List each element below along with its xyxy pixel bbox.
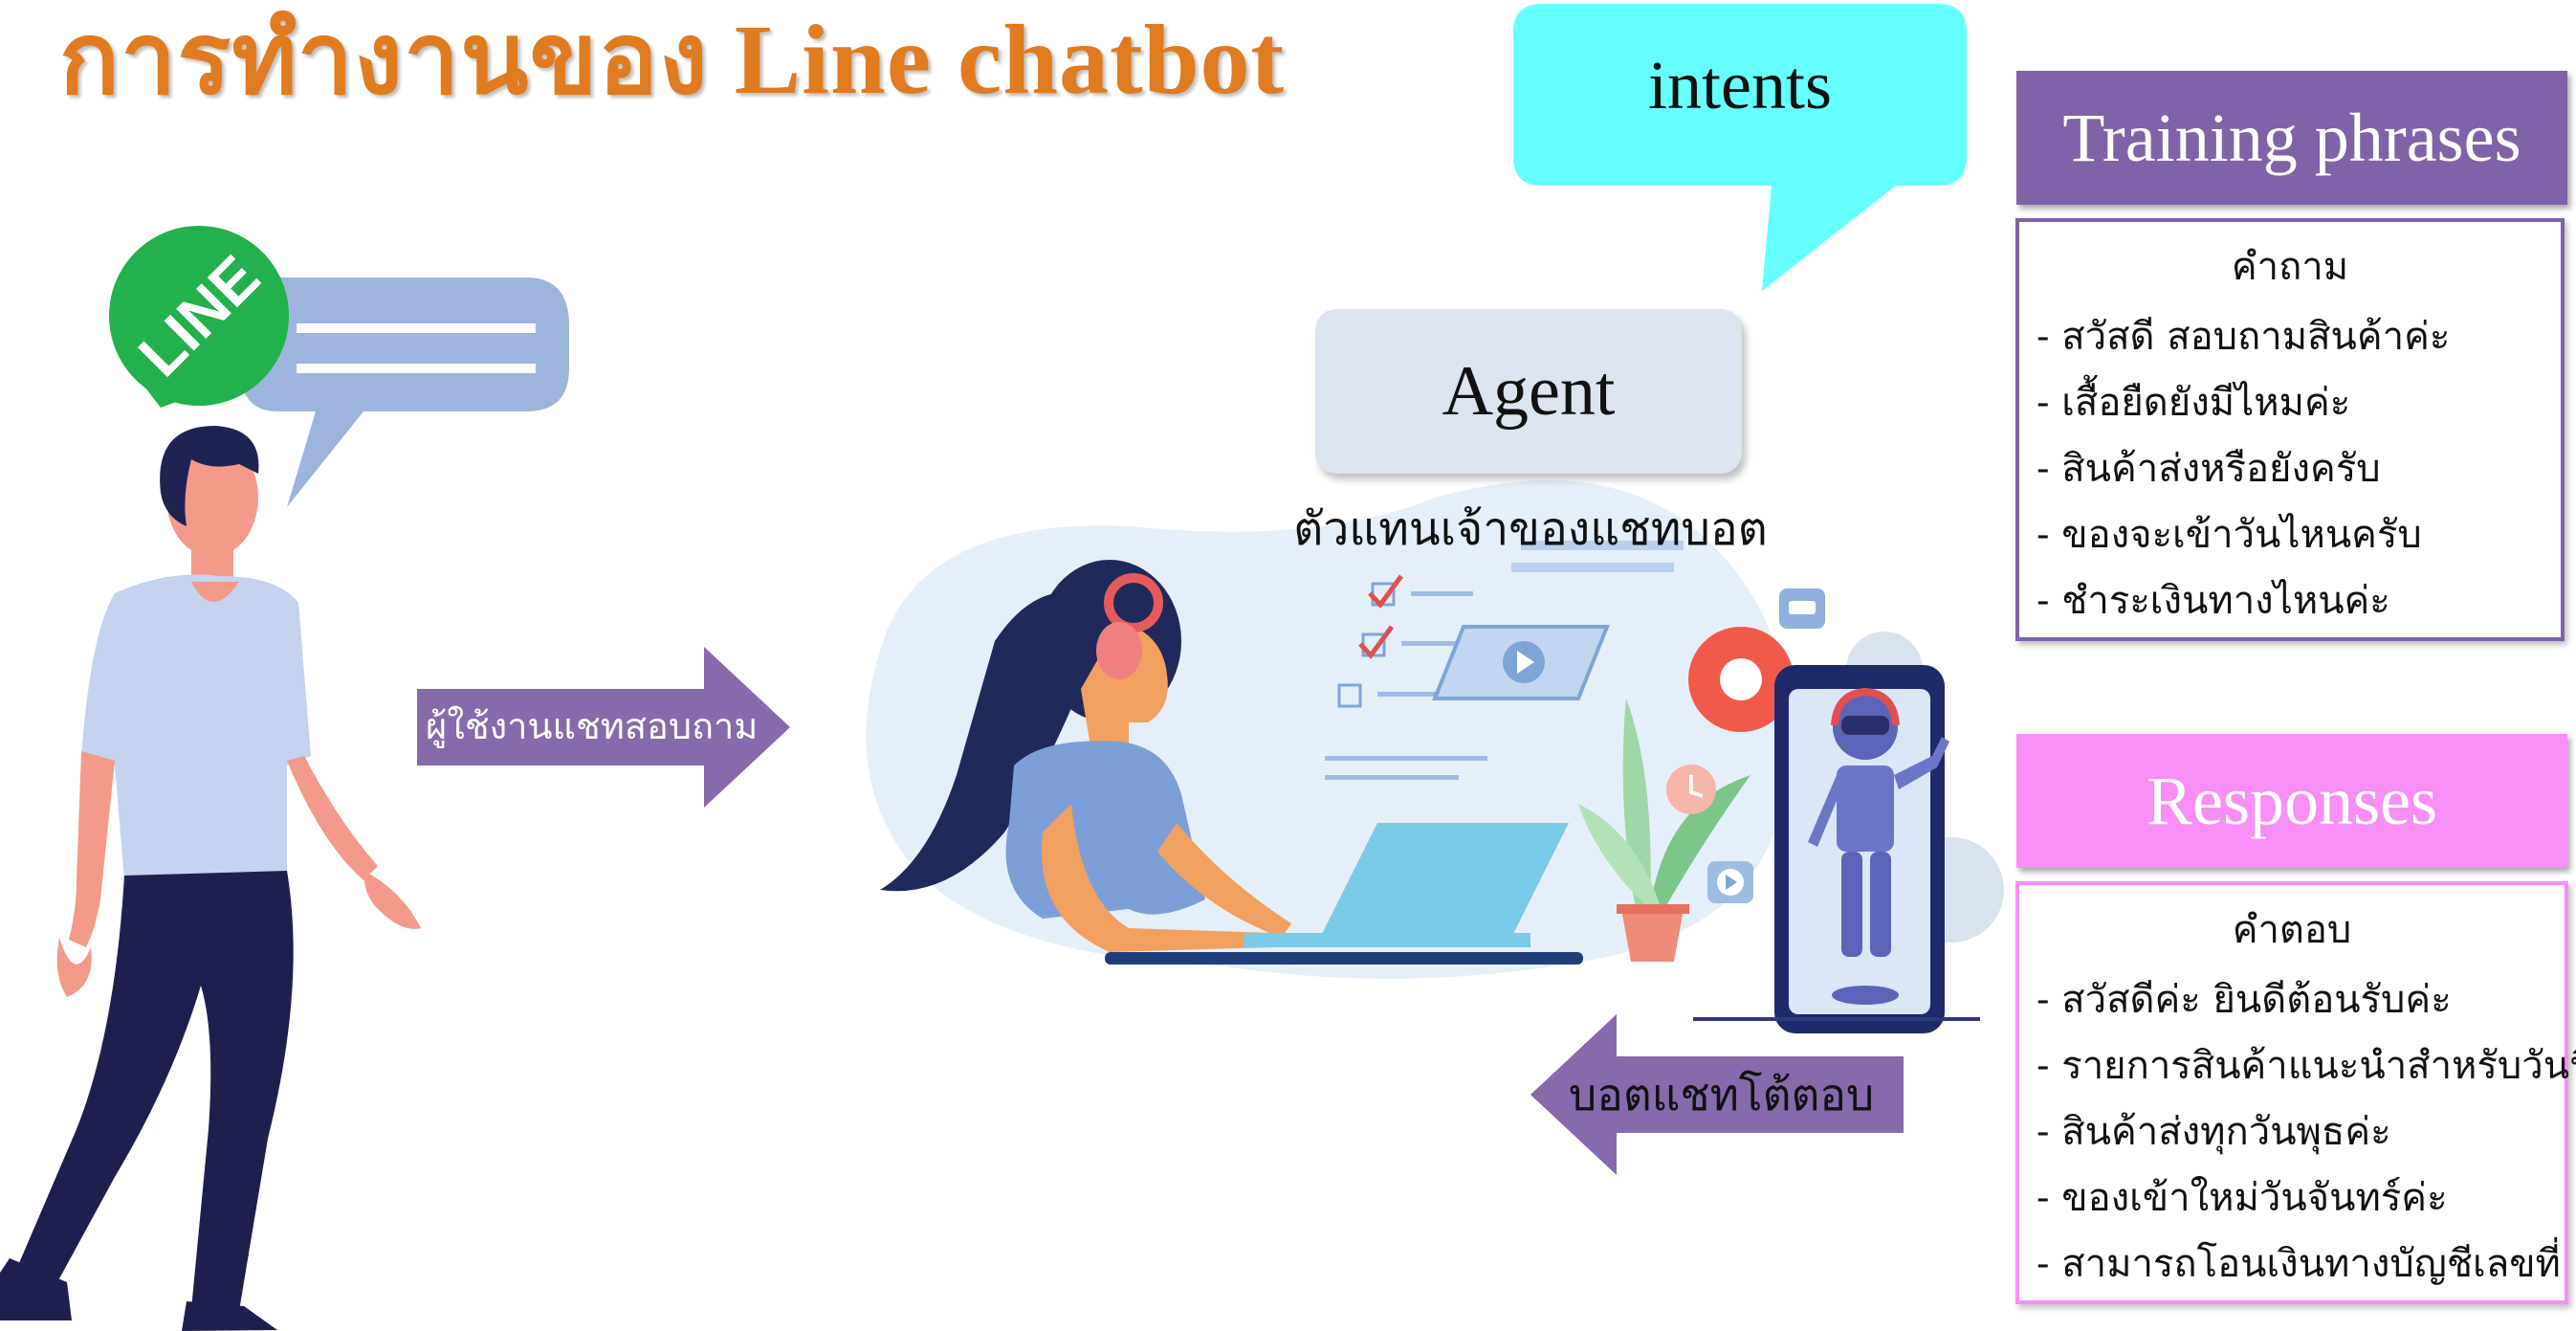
responses-header: Responses [2016,734,2567,868]
list-item: - เสื้อยืดยังมีไหมค่ะ [2037,381,2351,425]
user-to-agent-arrow [417,647,790,808]
robot-small-icon [1779,588,1825,629]
user-person-illustration: LINE [0,226,569,1331]
video-card-icon [1432,625,1610,700]
training-phrases-header: Training phrases [2016,71,2567,205]
bot-reply-arrow [1530,1014,1904,1175]
list-item: - รายการสินค้าแนะนำสำหรับวันนี้ [2037,1044,2576,1088]
play-icon [1707,861,1753,903]
responses-title: Responses [2147,762,2437,839]
user-to-agent-label: ผู้ใช้งานแชทสอบถาม [426,705,759,747]
responses-list: - สวัสดีค่ะ ยินดีต้อนรับค่ะ - รายการสินค… [2037,967,2576,1298]
bot-reply-label: บอตแชทโต้ตอบ [1569,1069,1875,1120]
laptop-icon [1244,823,1569,947]
training-phrases-box: คำถาม - สวัสดี สอบถามสินค้าค่ะ - เสื้อยื… [2015,218,2565,641]
page-title: การทำงานของ Line chatbot [59,5,1286,115]
responses-box: คำตอบ - สวัสดีค่ะ ยินดีต้อนรับค่ะ - รายก… [2015,881,2576,1304]
agent-subtitle: ตัวแทนเจ้าของแชทบอต [1293,502,1768,556]
list-item: - สวัสดี สอบถามสินค้าค่ะ [2037,315,2451,359]
line-logo-icon: LINE [109,226,289,408]
agent-label: Agent [1442,351,1616,431]
list-item: - ของเข้าใหม่วันจันทร์ค่ะ [2037,1176,2448,1220]
training-phrases-list: - สวัสดี สอบถามสินค้าค่ะ - เสื้อยืดยังมี… [2037,304,2561,634]
questions-caption: คำถาม [2231,245,2349,289]
list-item: - สินค้าส่งหรือยังครับ [2037,447,2381,491]
speech-bubble-icon [239,277,569,507]
intents-label: intents [1648,47,1832,123]
training-phrases-title: Training phrases [2062,99,2521,176]
plant-icon [1578,699,1750,962]
agent-woman [880,560,1291,952]
list-item: - สินค้าส่งทุกวันพุธค่ะ [2037,1110,2391,1154]
checklist-icon [1337,574,1473,708]
intents-bubble [1513,4,1967,291]
list-item: - ของจะเข้าวันไหนครับ [2037,513,2422,557]
answers-caption: คำตอบ [2232,908,2352,952]
phone-robot-icon [1774,665,1949,1033]
list-item: - สวัสดีค่ะ ยินดีต้อนรับค่ะ [2037,978,2452,1022]
agent-workspace-illustration [866,480,2004,1033]
agent-box: Agent [1315,309,1742,474]
list-item: - สามารถโอนเงินทางบัญชีเลขที่ ... [2037,1242,2576,1286]
clock-icon [1666,765,1716,814]
list-item: - ชำระเงินทางไหนค่ะ [2037,579,2390,623]
